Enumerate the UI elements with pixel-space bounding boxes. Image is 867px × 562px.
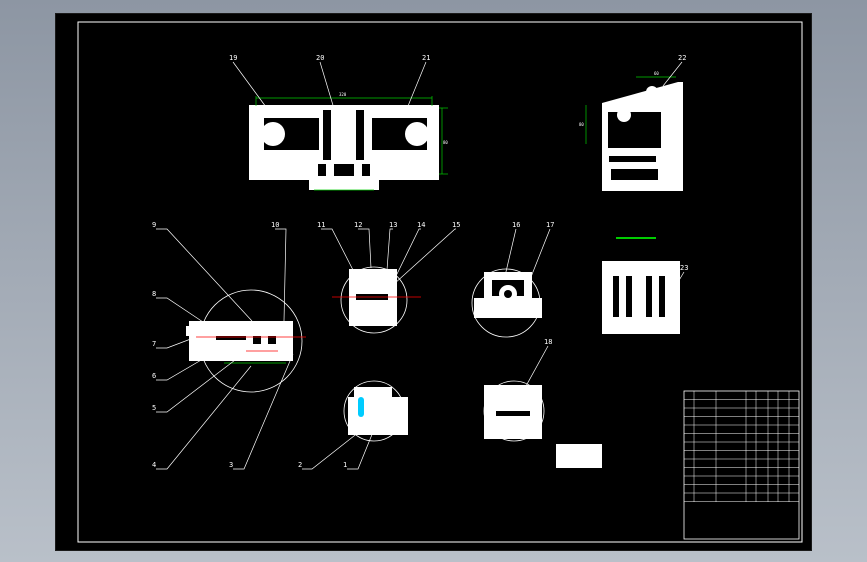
callout-leader-5	[156, 356, 240, 413]
callout-leader-13	[386, 228, 393, 271]
part-view-22[interactable]: 80 60	[579, 71, 683, 191]
callout-leader-1	[347, 431, 374, 470]
callout-label-11: 11	[317, 221, 325, 229]
callout-leader-9	[156, 228, 253, 322]
cad-drawing-area[interactable]: 320 200 80 80 60	[55, 13, 812, 551]
drawing-frame	[77, 21, 803, 543]
callout-leader-12	[358, 228, 372, 269]
callout-leader-21	[407, 61, 427, 107]
callout-leader-22	[662, 61, 683, 87]
callout-label-23: 23	[680, 264, 688, 272]
callout-label-22: 22	[678, 54, 686, 62]
callout-label-17: 17	[546, 221, 554, 229]
callout-label-14: 14	[417, 221, 425, 229]
callout-label-16: 16	[512, 221, 520, 229]
callout-label-19: 19	[229, 54, 237, 62]
callout-label-15: 15	[452, 221, 460, 229]
dim-top-height: 80	[443, 140, 448, 145]
part-view-18[interactable]	[483, 380, 545, 442]
callout-leader-10	[275, 228, 287, 322]
part-view-1-2[interactable]	[343, 380, 408, 442]
callout-leader-2	[302, 431, 360, 470]
callout-label-8: 8	[152, 290, 156, 298]
callout-leader-14	[395, 228, 421, 277]
dim-top-width: 320	[339, 92, 347, 97]
callout-label-13: 13	[389, 221, 397, 229]
technical-notes-block	[556, 444, 602, 468]
part-view-23[interactable]	[602, 237, 680, 334]
callout-label-4: 4	[152, 461, 156, 469]
callout-leader-18	[525, 345, 549, 387]
callout-label-7: 7	[152, 340, 156, 348]
callout-label-21: 21	[422, 54, 430, 62]
callout-leader-3	[233, 353, 294, 470]
dim-top-small: 200	[338, 184, 346, 189]
callout-leader-11	[321, 228, 354, 271]
callout-leader-8	[156, 297, 207, 325]
callout-label-12: 12	[354, 221, 362, 229]
callout-leader-20	[319, 61, 339, 123]
callout-label-18: 18	[544, 338, 552, 346]
callout-leader-23	[677, 271, 685, 283]
dim-right-height: 80	[579, 122, 584, 127]
callout-leader-6	[156, 348, 221, 381]
part-view-left-assembly[interactable]	[186, 289, 306, 393]
part-view-top-assembly[interactable]: 320 200 80	[249, 92, 448, 191]
callout-label-1: 1	[343, 461, 347, 469]
part-view-circular-11-15[interactable]	[332, 266, 421, 334]
callout-leader-16	[504, 228, 517, 277]
callout-label-5: 5	[152, 404, 156, 412]
callout-leader-4	[156, 365, 252, 470]
callout-label-6: 6	[152, 372, 156, 380]
callout-leader-15	[393, 228, 456, 285]
callout-label-9: 9	[152, 221, 156, 229]
title-block[interactable]	[683, 390, 800, 540]
callout-label-20: 20	[316, 54, 324, 62]
callout-label-10: 10	[271, 221, 279, 229]
dim-right-width: 60	[654, 71, 659, 76]
callout-leader-19	[232, 61, 267, 108]
callout-label-3: 3	[229, 461, 233, 469]
callout-label-2: 2	[298, 461, 302, 469]
callout-leader-17	[528, 228, 551, 283]
part-view-16-17[interactable]	[471, 268, 542, 338]
cad-drawing: 320 200 80 80 60	[77, 21, 803, 543]
callout-leader-7	[156, 336, 197, 349]
